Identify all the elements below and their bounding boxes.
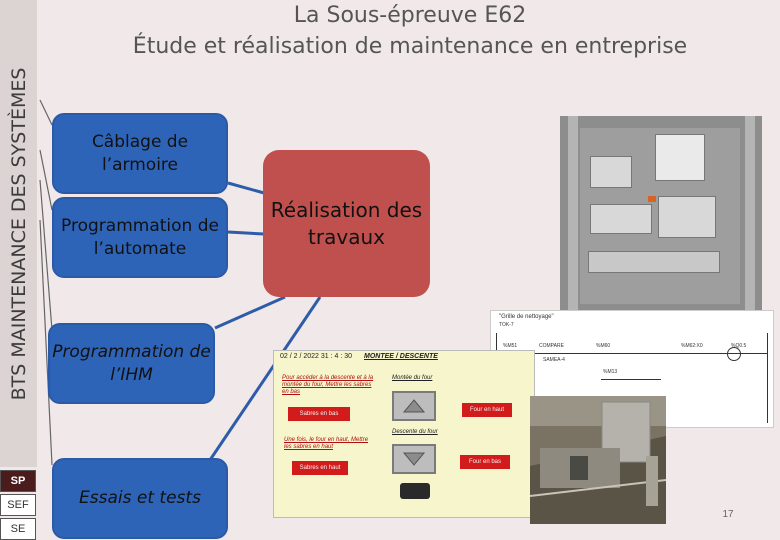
task-automate[interactable]: Programmation de l’automate	[52, 197, 228, 278]
cable-duct-left	[568, 116, 578, 311]
hmi-sabres-haut-button[interactable]: Sabres en haut	[292, 461, 348, 475]
ladder-right-rail	[767, 333, 768, 423]
connector-ihm	[214, 295, 286, 330]
ladder-tag: COMPARE	[539, 343, 564, 349]
task-ihm[interactable]: Programmation de l’IHM	[48, 323, 215, 404]
side-connector-2	[39, 149, 53, 211]
hmi-up-button[interactable]	[392, 391, 436, 421]
connector-automate	[227, 230, 265, 236]
orange-indicator	[648, 196, 656, 202]
arrow-up-icon	[403, 399, 425, 413]
contactor-block	[658, 196, 716, 238]
hmi-descente-label: Descente du four	[392, 429, 438, 435]
ladder-tag: %M51	[503, 343, 518, 349]
connector-cablage	[227, 181, 265, 195]
badge-sp[interactable]: SP	[0, 470, 36, 492]
connector-essais	[208, 296, 322, 461]
badge-sef[interactable]: SEF	[0, 494, 36, 516]
ladder-tag: %M62:X0	[681, 343, 703, 349]
ladder-tag: %M60	[596, 343, 611, 349]
hmi-instruction-1: Pour accéder à la descente et à la monté…	[282, 375, 374, 395]
task-essais[interactable]: Essais et tests	[52, 458, 228, 539]
ladder-tag: %Q0.5	[731, 343, 747, 349]
oven-illustration	[530, 396, 666, 524]
terminal-strip	[588, 251, 720, 273]
ladder-label: "Grille de nettoyage"	[499, 314, 554, 320]
task-ihm-label: Programmation de l’IHM	[52, 341, 211, 385]
hmi-four-haut-status: Four en haut	[462, 403, 512, 417]
hmi-screen: 02 / 2 / 2022 31 : 4 : 30 MONTEE / DESCE…	[273, 350, 535, 518]
central-label: Réalisation des travaux	[270, 197, 423, 249]
ladder-rung-1	[496, 353, 768, 354]
title-line-1: La Sous-épreuve E62	[293, 3, 527, 28]
title-line-2: Étude et réalisation de maintenance en e…	[132, 34, 688, 59]
task-automate-label: Programmation de l’automate	[61, 215, 219, 259]
hmi-montee-label: Montée du four	[392, 375, 433, 381]
task-cablage[interactable]: Câblage de l’armoire	[52, 113, 228, 194]
hmi-header: 02 / 2 / 2022 31 : 4 : 30	[280, 353, 352, 360]
side-connector-3	[39, 179, 53, 331]
ladder-tag: SAMEA-4	[543, 357, 565, 363]
oven-photo	[530, 396, 666, 524]
ladder-tag: %M13	[603, 369, 618, 375]
side-connector-1	[39, 99, 53, 126]
drive-unit	[655, 134, 705, 181]
task-cablage-label: Câblage de l’armoire	[91, 131, 189, 175]
sidebar	[0, 0, 37, 467]
hmi-sabres-bas-button[interactable]: Sabres en bas	[288, 407, 350, 421]
hmi-instruction-2: Une fois, le four en haut, Mettre les sa…	[284, 437, 369, 450]
hmi-motor-icon	[400, 483, 430, 499]
page-number: 17	[722, 509, 734, 520]
ladder-rung-2	[601, 379, 661, 380]
hmi-title: MONTEE / DESCENTE	[364, 353, 438, 360]
breaker-block-2	[590, 204, 652, 234]
hmi-down-button[interactable]	[392, 444, 436, 474]
breaker-block-1	[590, 156, 632, 188]
arrow-down-icon	[403, 452, 425, 466]
ladder-coil	[727, 347, 741, 361]
slide-title: La Sous-épreuve E62 Étude et réalisation…	[40, 0, 780, 62]
side-connector-4	[39, 219, 53, 466]
hmi-four-bas-status: Four en bas	[460, 455, 510, 469]
ladder-tag: TOK-7	[499, 322, 514, 328]
cabinet-photo	[560, 116, 762, 311]
central-node[interactable]: Réalisation des travaux	[263, 150, 430, 297]
cable-duct-right	[745, 116, 755, 311]
task-essais-label: Essais et tests	[79, 488, 201, 508]
